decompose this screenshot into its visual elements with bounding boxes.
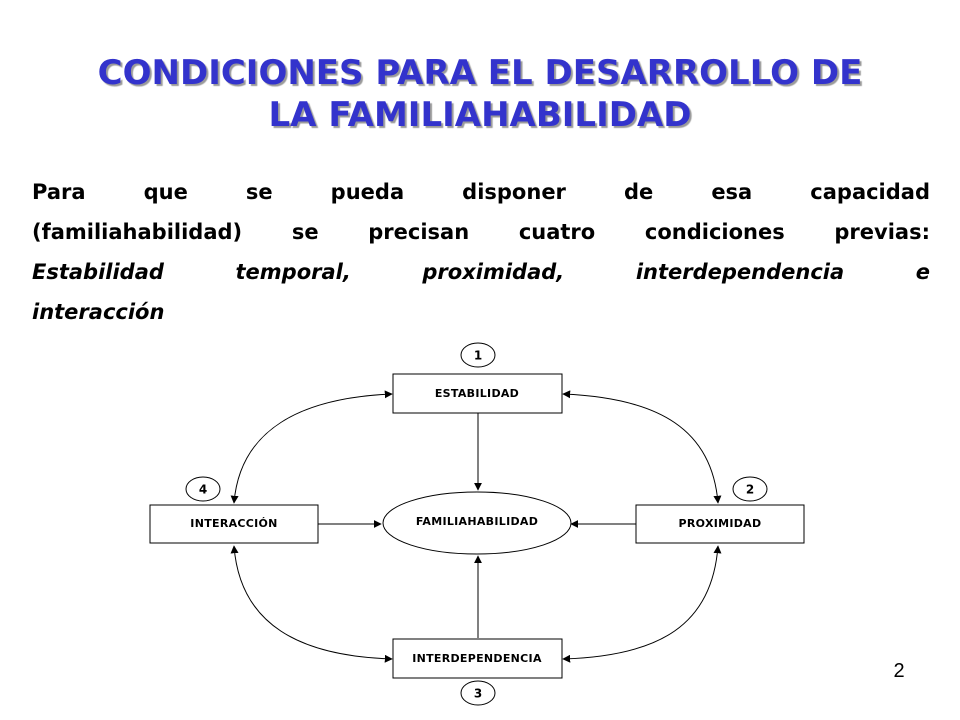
- label-interaccion: INTERACCIÓN: [190, 517, 277, 530]
- badge-3-number: 3: [474, 687, 482, 701]
- center-label: FAMILIAHABILIDAD: [416, 515, 538, 528]
- page-title: CONDICIONES PARA EL DESARROLLO DE LA FAM…: [0, 52, 960, 136]
- badge-4-number: 4: [199, 483, 207, 497]
- page-number: 2: [893, 660, 905, 682]
- curve-interaccion-interdependencia: [230, 545, 393, 663]
- center-ellipse: [382, 491, 572, 555]
- intro-paragraph: Para que se pueda disponer de esa capaci…: [32, 172, 930, 332]
- box-estabilidad: [392, 373, 563, 414]
- intro-line-3: Estabilidad temporal, proximidad, interd…: [32, 260, 930, 284]
- badge-2: [732, 476, 768, 502]
- label-interdependencia: INTERDEPENDENCIA: [412, 652, 542, 665]
- badge-1-number: 1: [474, 349, 482, 363]
- curve-estabilidad-interaccion: [230, 390, 393, 504]
- box-proximidad: [635, 504, 805, 544]
- label-proximidad: PROXIMIDAD: [679, 517, 762, 530]
- badge-2-number: 2: [746, 483, 754, 497]
- curve-proximidad-interdependencia: [562, 545, 722, 663]
- intro-line-1: Para que se pueda disponer de esa capaci…: [32, 180, 930, 204]
- curve-estabilidad-proximidad: [562, 390, 722, 504]
- intro-line-2: (familiahabilidad) se precisan cuatro co…: [32, 220, 930, 244]
- badge-3: [460, 680, 496, 706]
- box-interaccion: [149, 504, 319, 544]
- intro-line-4: interacción: [32, 300, 165, 324]
- box-interdependencia: [392, 638, 563, 679]
- page-title-line-1: CONDICIONES PARA EL DESARROLLO DE: [97, 53, 863, 93]
- badge-1: [460, 342, 496, 368]
- page-title-line-2: LA FAMILIAHABILIDAD: [268, 95, 692, 135]
- label-estabilidad: ESTABILIDAD: [435, 387, 519, 400]
- badge-4: [185, 476, 221, 502]
